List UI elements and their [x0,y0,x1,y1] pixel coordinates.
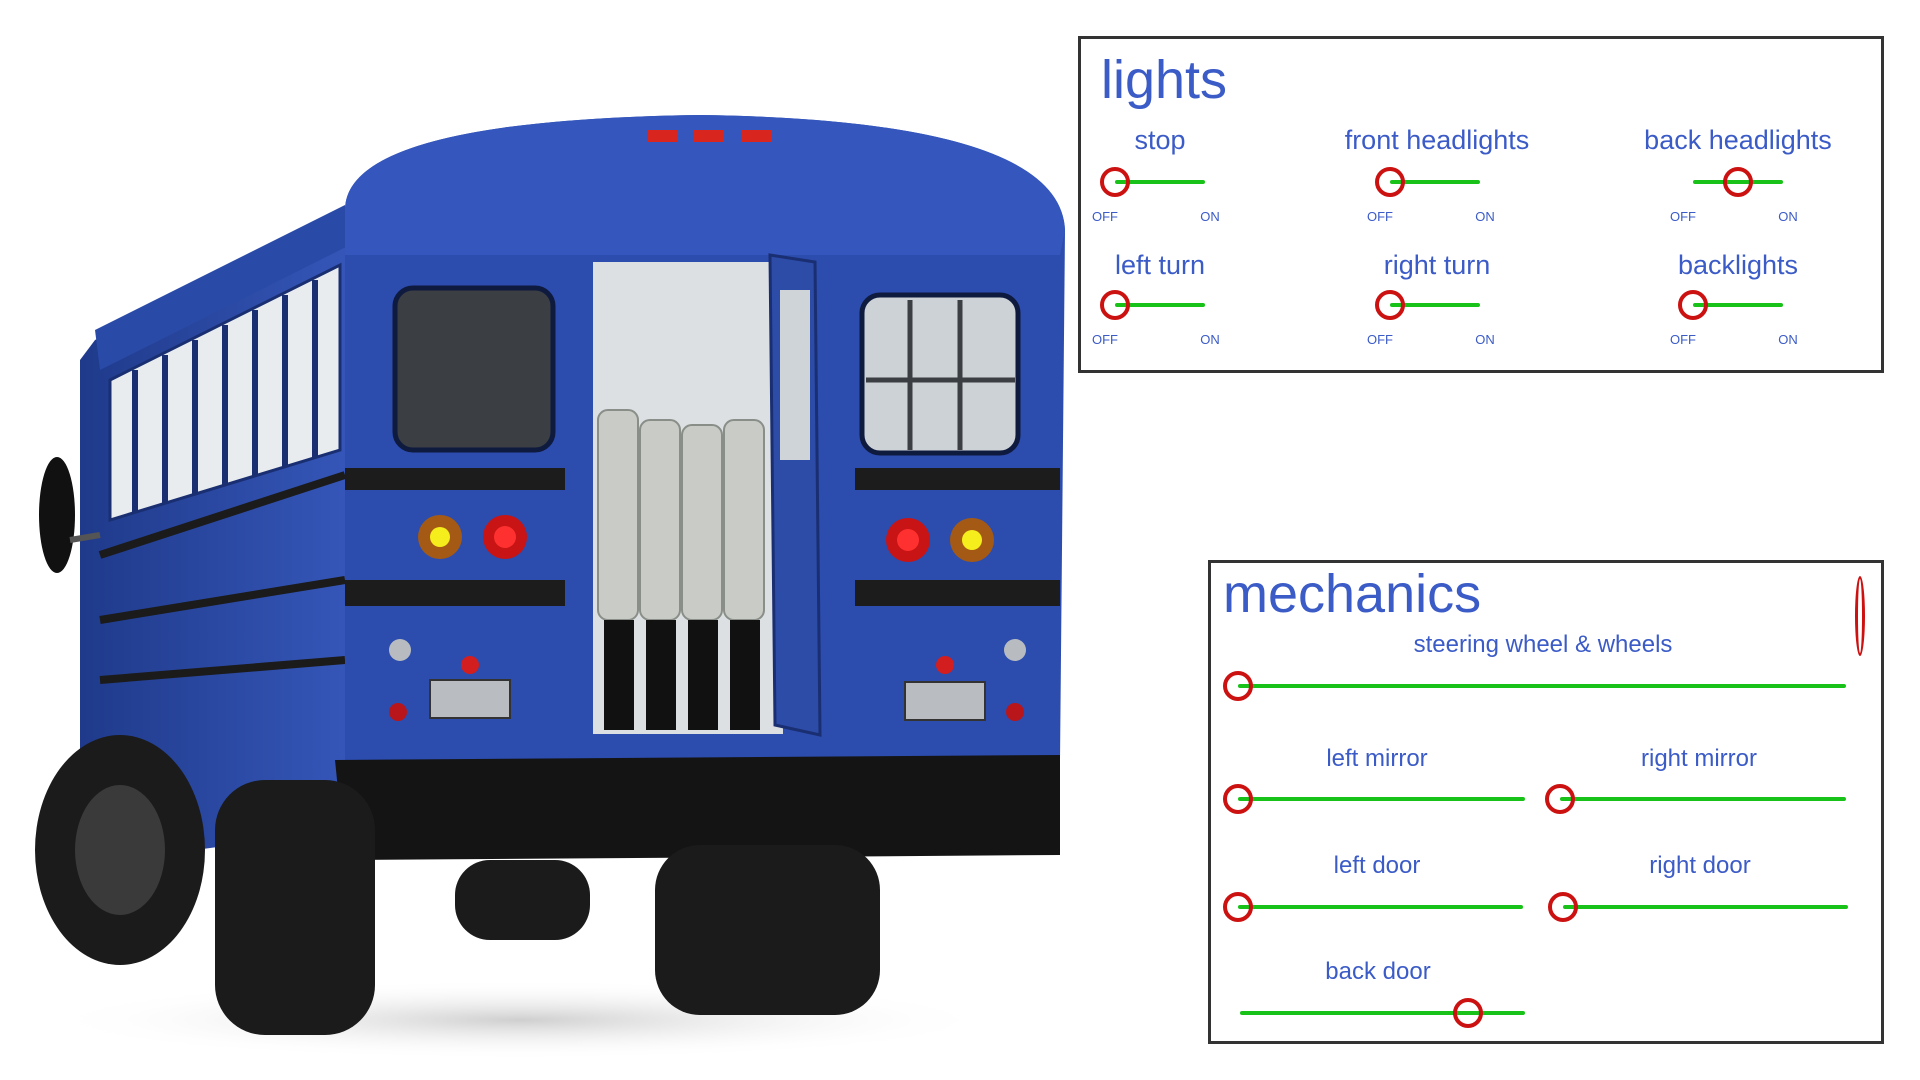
toggle-knob-0[interactable] [1100,167,1130,197]
toggle-track-5[interactable] [1693,303,1783,307]
toggle-off-label-4: OFF [1367,332,1393,347]
toggle-on-label-2: ON [1778,209,1798,224]
slider-knob-3[interactable] [1223,892,1253,922]
slider-track-4[interactable] [1563,905,1848,909]
slider-track-1[interactable] [1238,797,1525,801]
lights-panel: lights [1078,36,1884,373]
toggle-track-4[interactable] [1390,303,1480,307]
toggle-off-label-3: OFF [1092,332,1118,347]
toggle-off-label-5: OFF [1670,332,1696,347]
slider-label-3: left door [1333,852,1421,879]
toggle-track-3[interactable] [1115,303,1205,307]
slider-knob-2[interactable] [1545,784,1575,814]
slider-track-2[interactable] [1560,797,1846,801]
toggle-label-0: stop [1134,125,1186,155]
slider-label-0: steering wheel & wheels [1413,631,1673,658]
mechanics-title: mechanics [1223,564,1482,624]
toggle-track-0[interactable] [1115,180,1205,184]
toggle-on-label-4: ON [1475,332,1495,347]
lights-title: lights [1101,50,1228,110]
slider-knob-4[interactable] [1548,892,1578,922]
toggle-off-label-0: OFF [1092,209,1118,224]
toggle-knob-5[interactable] [1678,290,1708,320]
slider-track-3[interactable] [1238,905,1523,909]
bus-render [35,115,1065,1060]
slider-track-5[interactable] [1240,1011,1525,1015]
toggle-knob-4[interactable] [1375,290,1405,320]
toggle-knob-2[interactable] [1723,167,1753,197]
toggle-label-4: right turn [1383,250,1491,280]
toggle-on-label-0: ON [1200,209,1220,224]
slider-label-2: right mirror [1640,745,1758,772]
slider-label-4: right door [1649,852,1751,879]
toggle-label-1: front headlights [1344,125,1530,155]
toggle-track-1[interactable] [1390,180,1480,184]
slider-knob-0[interactable] [1223,671,1253,701]
toggle-on-label-5: ON [1778,332,1798,347]
slider-track-0[interactable] [1238,684,1846,688]
slider-label-5: back door [1325,958,1431,985]
toggle-label-2: back headlights [1644,125,1832,155]
toggle-on-label-1: ON [1475,209,1495,224]
slider-knob-1[interactable] [1223,784,1253,814]
slider-label-1: left mirror [1326,745,1428,772]
panel-scrollbar[interactable] [1855,576,1865,656]
toggle-knob-1[interactable] [1375,167,1405,197]
toggle-label-5: backlights [1677,250,1799,280]
mechanics-panel: mechanics [1208,560,1884,1044]
toggle-off-label-1: OFF [1367,209,1393,224]
toggle-knob-3[interactable] [1100,290,1130,320]
toggle-on-label-3: ON [1200,332,1220,347]
toggle-label-3: left turn [1114,250,1206,280]
slider-knob-5[interactable] [1453,998,1483,1028]
toggle-off-label-2: OFF [1670,209,1696,224]
